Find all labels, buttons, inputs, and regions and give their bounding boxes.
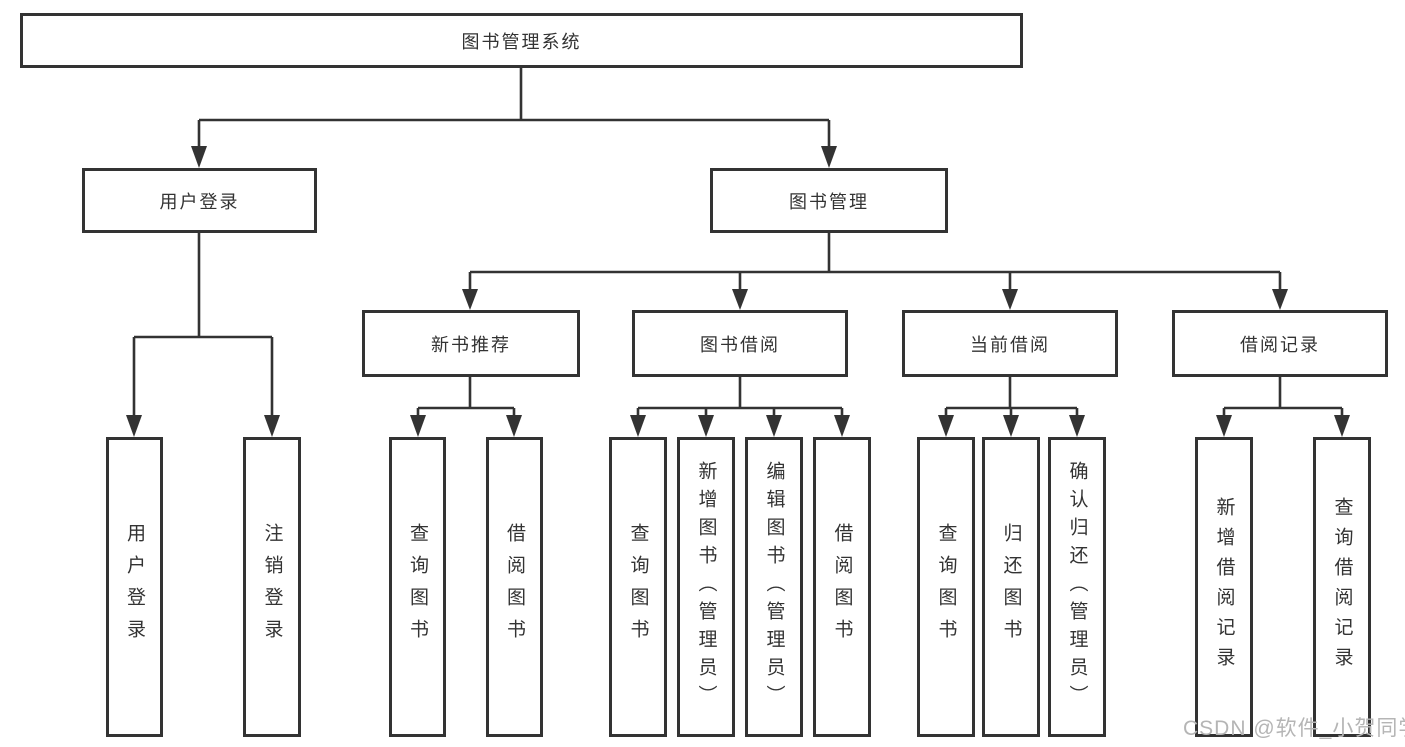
node-nb-query-books-label: 查询图书 <box>407 523 428 651</box>
node-nb-borrow-books: 借阅图书 <box>486 437 543 737</box>
connector-borrowing-records-to-children <box>1216 377 1350 437</box>
connector-book-management-to-level3 <box>462 233 1288 310</box>
node-bb-query-books: 查询图书 <box>609 437 667 737</box>
node-library-system: 图书管理系统 <box>20 13 1023 68</box>
node-br-add-record: 新增借阅记录 <box>1195 437 1253 737</box>
node-cb-confirm-return-admin: 确认归还（管理员） <box>1048 437 1106 737</box>
node-new-book-recommend: 新书推荐 <box>362 310 580 377</box>
node-logout-label: 注销登录 <box>261 523 283 651</box>
node-book-management-label: 图书管理 <box>789 191 869 212</box>
node-library-system-label: 图书管理系统 <box>461 31 582 52</box>
node-book-management: 图书管理 <box>710 168 948 233</box>
node-cb-confirm-return-admin-label: 确认归还（管理员） <box>1066 461 1088 713</box>
node-bb-edit-books-admin-label: 编辑图书（管理员） <box>763 461 785 713</box>
node-user-login: 用户登录 <box>82 168 317 233</box>
connector-book-borrowing-to-children <box>630 377 850 437</box>
node-bb-add-books-admin-label: 新增图书（管理员） <box>695 461 717 713</box>
node-nb-borrow-books-label: 借阅图书 <box>504 523 525 651</box>
node-br-query-record-label: 查询借阅记录 <box>1331 497 1353 677</box>
node-bb-borrow-books: 借阅图书 <box>813 437 871 737</box>
node-cb-return-books: 归还图书 <box>982 437 1040 737</box>
node-borrowing-records: 借阅记录 <box>1172 310 1388 377</box>
node-br-query-record: 查询借阅记录 <box>1313 437 1371 737</box>
node-book-borrowing-label: 图书借阅 <box>700 334 780 355</box>
node-cb-query-books: 查询图书 <box>917 437 975 737</box>
node-new-book-recommend-label: 新书推荐 <box>431 334 511 355</box>
connector-new-book-recommend-to-children <box>410 377 522 437</box>
node-bb-borrow-books-label: 借阅图书 <box>831 523 853 651</box>
connector-user-login-to-children <box>126 233 280 437</box>
node-nb-query-books: 查询图书 <box>389 437 446 737</box>
node-current-borrowing-label: 当前借阅 <box>970 334 1050 355</box>
connector-root-to-level2 <box>191 68 837 168</box>
node-br-add-record-label: 新增借阅记录 <box>1213 497 1235 677</box>
node-book-borrowing: 图书借阅 <box>632 310 848 377</box>
node-cb-query-books-label: 查询图书 <box>935 523 957 651</box>
node-bb-edit-books-admin: 编辑图书（管理员） <box>745 437 803 737</box>
node-bb-query-books-label: 查询图书 <box>627 523 649 651</box>
node-current-borrowing: 当前借阅 <box>902 310 1118 377</box>
node-user-login-leaf-label: 用户登录 <box>124 523 145 651</box>
node-bb-add-books-admin: 新增图书（管理员） <box>677 437 735 737</box>
node-user-login-label: 用户登录 <box>159 191 240 212</box>
node-user-login-leaf: 用户登录 <box>106 437 163 737</box>
connector-current-borrowing-to-children <box>938 377 1085 437</box>
node-borrowing-records-label: 借阅记录 <box>1240 334 1320 355</box>
node-logout: 注销登录 <box>243 437 301 737</box>
csdn-watermark: CSDN @软件_小贺同学 <box>1183 717 1405 740</box>
node-cb-return-books-label: 归还图书 <box>1000 523 1022 651</box>
